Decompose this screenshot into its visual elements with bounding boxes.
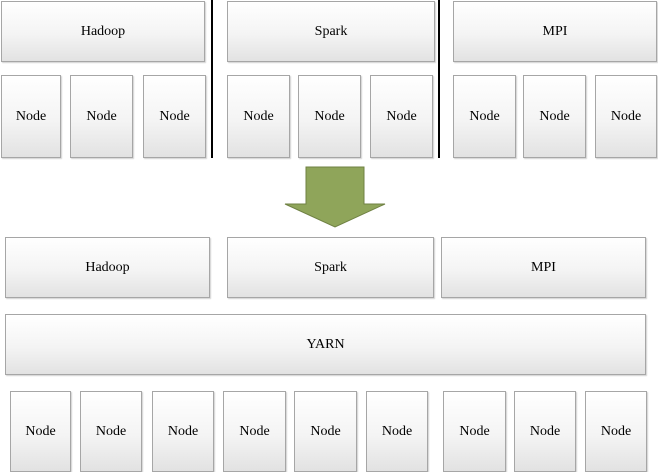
bottom-node-box: Node	[80, 391, 142, 472]
bottom-mpi-box: MPI	[441, 237, 646, 298]
top-spark-box: Spark	[227, 1, 435, 62]
bottom-node-box: Node	[514, 391, 576, 472]
top-divider-left	[211, 0, 213, 158]
top-node-box: Node	[227, 75, 290, 158]
bottom-node-box: Node	[443, 391, 506, 472]
bottom-node-box: Node	[366, 391, 428, 472]
bottom-hadoop-box: Hadoop	[5, 237, 210, 298]
bottom-spark-box: Spark	[227, 237, 434, 298]
top-node-box: Node	[1, 75, 61, 158]
top-node-box: Node	[595, 75, 657, 158]
yarn-box: YARN	[5, 314, 646, 375]
bottom-node-box: Node	[10, 391, 71, 472]
bottom-node-box: Node	[223, 391, 286, 472]
top-node-box: Node	[70, 75, 133, 158]
top-node-box: Node	[143, 75, 206, 158]
bottom-node-box: Node	[152, 391, 214, 472]
top-node-box: Node	[298, 75, 361, 158]
bottom-node-box: Node	[585, 391, 647, 472]
top-mpi-box: MPI	[453, 1, 657, 62]
top-node-box: Node	[523, 75, 586, 158]
down-arrow-shape	[284, 166, 386, 228]
bottom-node-box: Node	[294, 391, 357, 472]
top-hadoop-box: Hadoop	[1, 1, 205, 62]
top-node-box: Node	[453, 75, 516, 158]
top-divider-right	[438, 0, 440, 158]
top-node-box: Node	[370, 75, 433, 158]
down-arrow-icon	[284, 166, 386, 228]
